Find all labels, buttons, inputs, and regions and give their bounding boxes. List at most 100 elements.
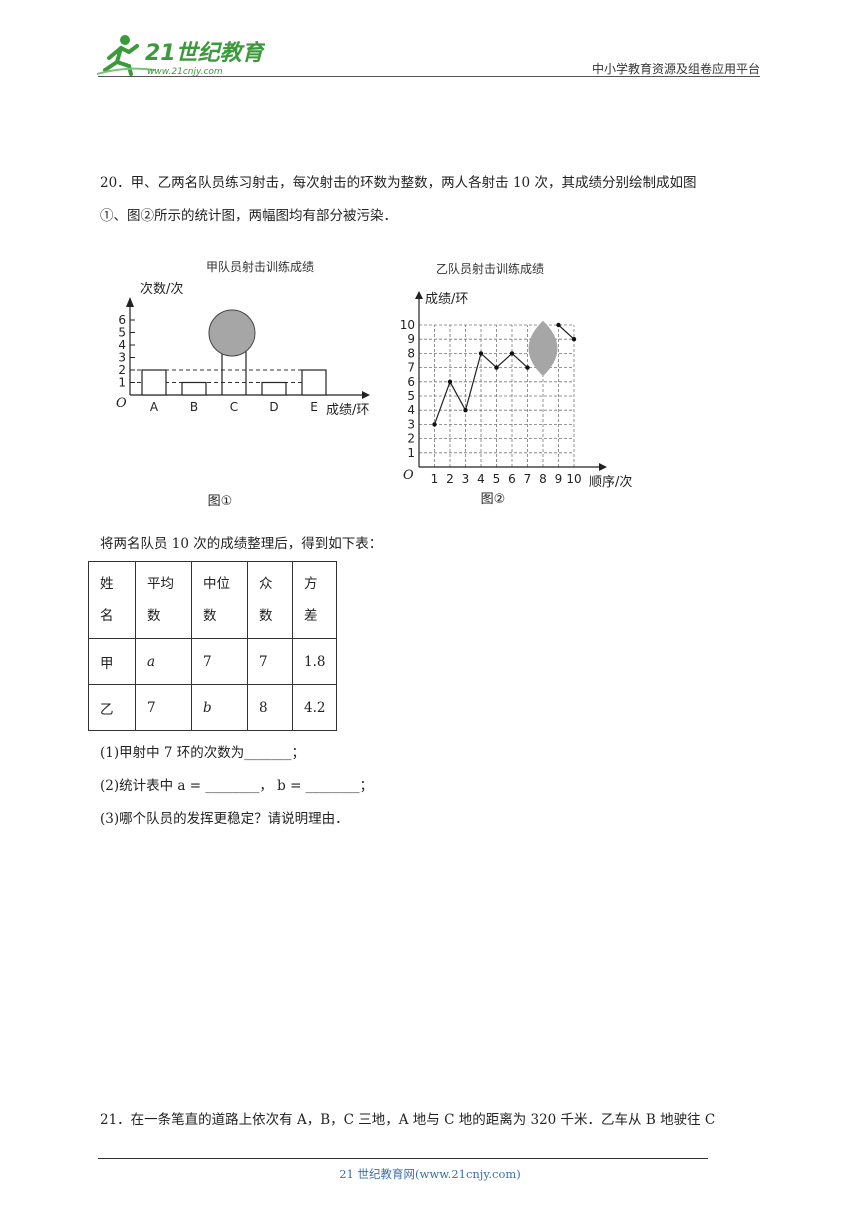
figure-2-data-point <box>525 365 530 370</box>
header-platform-name: 中小学教育资源及组卷应用平台 <box>591 62 760 76</box>
figure-2-ytick-label: 6 <box>407 375 415 389</box>
table-cell: 4.2 <box>292 684 337 731</box>
figure-1-ytick-label: 2 <box>118 363 126 377</box>
table-cell: 1.8 <box>292 638 337 685</box>
figure-2-xtick-label: 10 <box>566 472 581 486</box>
figure-1-x-arrow <box>362 391 370 399</box>
figure-1-ylabel: 次数/次 <box>140 281 183 297</box>
figure-1-xtick-label: C <box>230 400 238 414</box>
figure-2-origin: O <box>403 468 414 483</box>
figure-2-data-point <box>494 365 499 370</box>
figure-2-ylabel: 成绩/环 <box>425 292 468 307</box>
figure-2-data-point <box>447 379 453 384</box>
table-cell: 7 <box>135 684 192 731</box>
figure-2-caption: 图② <box>481 492 506 507</box>
figure-2-xtick-label: 5 <box>493 472 501 486</box>
figure-2-x-arrow <box>599 463 607 471</box>
figure-1-bar <box>141 369 167 396</box>
table-header-cell: 中位数 <box>191 561 248 639</box>
table-row: 甲 a 7 7 1.8 <box>88 638 337 685</box>
figure-1-title: 甲队员射击训练成绩 <box>206 259 314 274</box>
figure-2-data-point <box>556 322 561 328</box>
sub-question-1: (1)甲射中 7 环的次数为_______； <box>100 745 306 761</box>
footer-link[interactable]: 21 世纪教育网(www.21cnjy.com) <box>339 1167 521 1181</box>
figure-2-xtick-label: 8 <box>539 472 547 486</box>
table-header-row: 姓名 平均数 中位数 众数 方差 <box>88 561 337 639</box>
table-header-cell: 方差 <box>292 561 337 639</box>
figure-2-ytick-label: 8 <box>407 346 415 360</box>
figure-1-xtick-label: D <box>269 400 278 414</box>
figure-2-series-segment <box>496 352 513 369</box>
figure-1-origin: O <box>116 396 127 411</box>
figure-2-data-point <box>463 408 468 413</box>
figure-1-ytick-label: 4 <box>118 338 126 352</box>
table-intro-text: 将两名队员 10 次的成绩整理后，得到如下表： <box>100 536 383 552</box>
sub-question-2: (2)统计表中 a = ________， b = ________； <box>100 778 374 794</box>
figure-2-ytick-label: 5 <box>407 389 415 403</box>
figure-2-data-point <box>571 337 577 342</box>
figure-2-series-segment <box>480 352 497 369</box>
figure-1-xtick-label: B <box>190 400 198 414</box>
figure-1-xticks: A B C D E <box>150 400 318 414</box>
figure-2-title: 乙队员射击训练成绩 <box>436 261 544 276</box>
table-cell: 甲 <box>88 638 136 685</box>
figure-1-caption: 图① <box>208 494 233 509</box>
table-cell: 乙 <box>88 684 136 731</box>
table-cell: b <box>191 684 248 731</box>
figure-1-bar <box>261 381 287 396</box>
figure-2-ytick-label: 2 <box>407 432 415 446</box>
table-header-cell: 平均数 <box>135 561 192 639</box>
figure-1-guides <box>130 369 326 383</box>
figure-2-y-arrow <box>415 291 423 299</box>
figure-1-xtick-label: E <box>310 400 318 414</box>
logo-url: www.21cnjy.com <box>147 67 223 77</box>
figure-2-data-point <box>509 351 515 356</box>
figure-2-xtick-label: 7 <box>524 472 532 486</box>
figure-2-ytick-label: 10 <box>400 318 415 332</box>
question-20-text-line1: 20．甲、乙两名队员练习射击，每次射击的环数为整数，两人各射击 10 次，其成绩… <box>100 175 697 191</box>
figure-2-ytick-label: 7 <box>407 361 415 375</box>
table-header-cell: 姓名 <box>88 561 136 639</box>
figure-2-series-segment <box>449 381 467 411</box>
figure-2-series-segment <box>433 381 451 425</box>
figure-1-bars <box>141 351 327 396</box>
figure-2-grid <box>419 324 575 467</box>
statistics-table: 姓名 平均数 中位数 众数 方差 甲 a 7 7 1.8 乙 7 b 8 4.2 <box>88 561 337 731</box>
figure-2-xlabel: 顺序/次 <box>589 474 632 490</box>
figure-2-xtick-label: 9 <box>555 472 563 486</box>
figure-2-ytick-label: 9 <box>407 332 415 346</box>
logo-text: 21世纪教育 <box>145 40 265 66</box>
figure-2-xtick-label: 1 <box>431 472 439 486</box>
figure-1-xtick-label: A <box>150 400 159 414</box>
figure-2-xtick-label: 4 <box>477 472 485 486</box>
figure-1-y-arrow <box>126 297 134 307</box>
table-cell: a <box>135 638 192 685</box>
footer-divider <box>98 1158 708 1159</box>
figure-2-xtick-label: 3 <box>462 472 470 486</box>
question-21-text: 21．在一条笔直的道路上依次有 A，B，C 三地，A 地与 C 地的距离为 32… <box>100 1112 716 1128</box>
question-20-text-line2: ①、图②所示的统计图，两幅图均有部分被污染． <box>100 208 397 224</box>
figure-1-bar <box>301 369 327 396</box>
figure-2-ytick-label: 3 <box>407 417 415 431</box>
figure-2-xtick-label: 2 <box>446 472 454 486</box>
sub-question-3: (3)哪个队员的发挥更稳定？请说明理由． <box>100 811 349 827</box>
figure-1-ytick-label: 5 <box>118 326 126 340</box>
figure-1-ytick-label: 6 <box>118 313 126 327</box>
table-row: 乙 7 b 8 4.2 <box>88 684 337 731</box>
figure-2-data-point <box>478 351 484 356</box>
table-cell: 7 <box>247 638 293 685</box>
figure-2-series-segment <box>464 353 482 411</box>
table-cell: 7 <box>191 638 248 685</box>
figure-2-axes <box>415 291 607 471</box>
figure-1-ytick-label: 3 <box>118 351 126 365</box>
header-divider <box>98 76 760 77</box>
table-cell: 8 <box>247 684 293 731</box>
figure-2-series <box>432 322 577 427</box>
figure-1-ytick-label: 1 <box>118 376 126 390</box>
site-logo: 21世纪教育 www.21cnjy.com <box>95 30 268 78</box>
